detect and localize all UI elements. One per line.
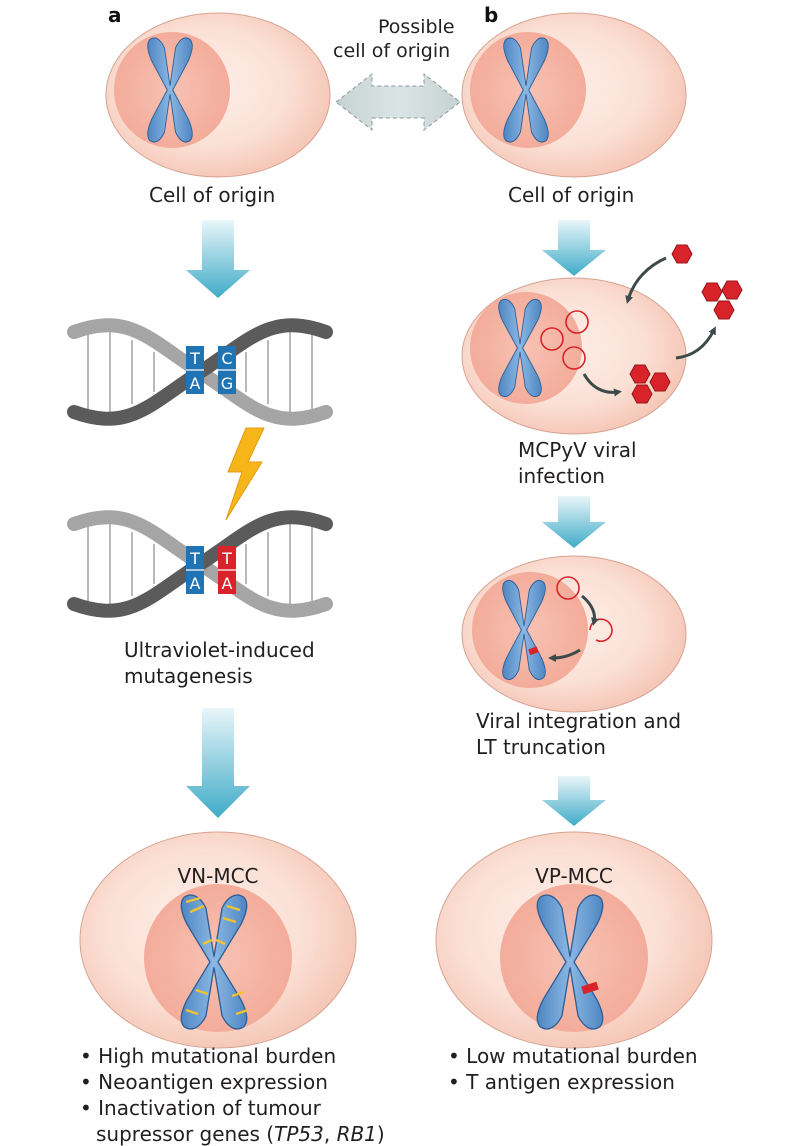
flow-arrow — [186, 708, 250, 818]
arrow-label-line2: cell of origin — [333, 40, 450, 62]
vp-mcc-cell — [435, 831, 713, 1049]
panel-label-b: b — [484, 3, 498, 27]
right-cell-of-origin — [461, 12, 687, 178]
flow-arrow — [542, 220, 606, 276]
integration-label-line1: Viral integration and — [476, 709, 681, 733]
left-bullet-2: • Neoantigen expression — [80, 1070, 328, 1094]
virion-icon — [721, 280, 743, 300]
right-bullet-2: • T antigen expression — [448, 1070, 675, 1094]
dna-helix-mutated: T T A A — [67, 510, 333, 618]
virion-icon — [629, 364, 651, 384]
virion-icon — [701, 282, 723, 302]
uv-label-line2: mutagenesis — [124, 664, 253, 688]
virion-icon — [671, 244, 693, 264]
integration-site-icon — [528, 646, 539, 656]
vn-mcc-cell — [79, 831, 357, 1049]
right-bullet-1: • Low mutational burden — [448, 1044, 698, 1068]
base-t: T — [189, 349, 200, 368]
uv-lightning-icon — [225, 427, 265, 521]
integration-cell — [461, 555, 687, 713]
virion-icon — [649, 372, 671, 392]
mutation-bands-icon — [185, 896, 249, 1016]
infected-cell — [461, 277, 687, 435]
viral-episome-icon — [562, 346, 586, 370]
base-g: G — [221, 374, 233, 393]
base-c: C — [221, 349, 232, 368]
infection-label-line2: infection — [518, 464, 605, 488]
arrow-label-line1: Possible — [378, 16, 455, 38]
virion-icon — [713, 300, 735, 320]
possible-cell-of-origin-arrow — [335, 72, 461, 132]
base-a: A — [190, 574, 201, 593]
panel-label-a: a — [108, 3, 122, 27]
infection-label-line1: MCPyV viral — [518, 438, 637, 462]
left-bullet-3: • Inactivation of tumour — [80, 1096, 322, 1120]
uv-label-line1: Ultraviolet-induced — [124, 638, 315, 662]
vn-mcc-label: VN-MCC — [177, 864, 258, 888]
left-cell-of-origin — [105, 12, 331, 178]
left-bullet-1: • High mutational burden — [80, 1044, 336, 1068]
viral-episome-icon — [556, 576, 580, 600]
viral-episome-icon — [565, 310, 589, 334]
flow-arrow — [542, 496, 606, 548]
virion-icon — [631, 384, 653, 404]
flow-arrow — [542, 776, 606, 826]
integration-label-line2: LT truncation — [476, 735, 606, 759]
base-a: A — [190, 374, 201, 393]
base-t: T — [189, 549, 200, 568]
integration-site-icon — [581, 981, 599, 995]
flow-arrow — [186, 220, 250, 298]
base-a-mutated: A — [222, 574, 233, 593]
left-cell-label: Cell of origin — [149, 183, 275, 207]
right-cell-label: Cell of origin — [508, 183, 634, 207]
dna-helix-normal: T C A G — [67, 318, 333, 426]
base-t-mutated: T — [221, 549, 232, 568]
vp-mcc-label: VP-MCC — [535, 864, 613, 888]
entry-arrow — [625, 256, 667, 304]
release-arrow — [675, 326, 716, 360]
viral-episome-icon — [540, 327, 564, 351]
left-bullet-3-continued: supressor genes (TP53, RB1) — [96, 1122, 385, 1146]
